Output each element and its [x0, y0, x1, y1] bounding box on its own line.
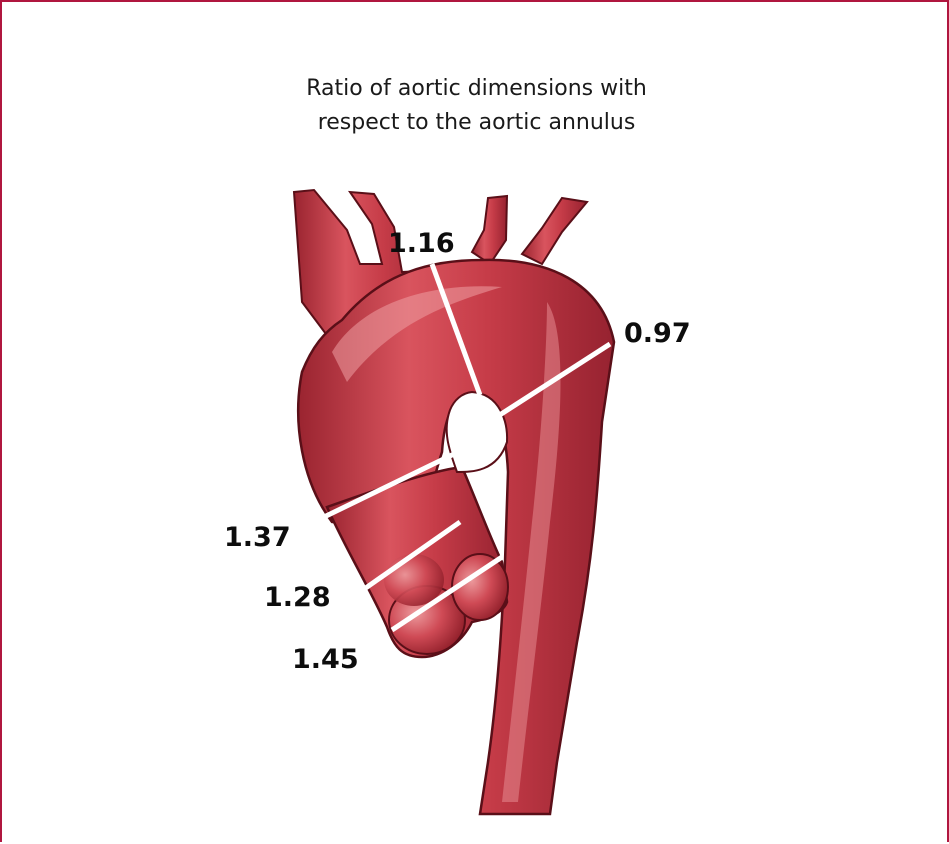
ratio-label-ascending-aorta: 1.37: [224, 522, 291, 553]
ratio-label-descending-aorta: 0.97: [624, 318, 691, 349]
ratio-label-sinotubular-junction: 1.28: [264, 582, 331, 613]
ratio-label-distal-arch: 1.16: [388, 228, 455, 259]
ratio-label-sinuses: 1.45: [292, 644, 359, 675]
sinus-bulb-front: [384, 554, 444, 606]
